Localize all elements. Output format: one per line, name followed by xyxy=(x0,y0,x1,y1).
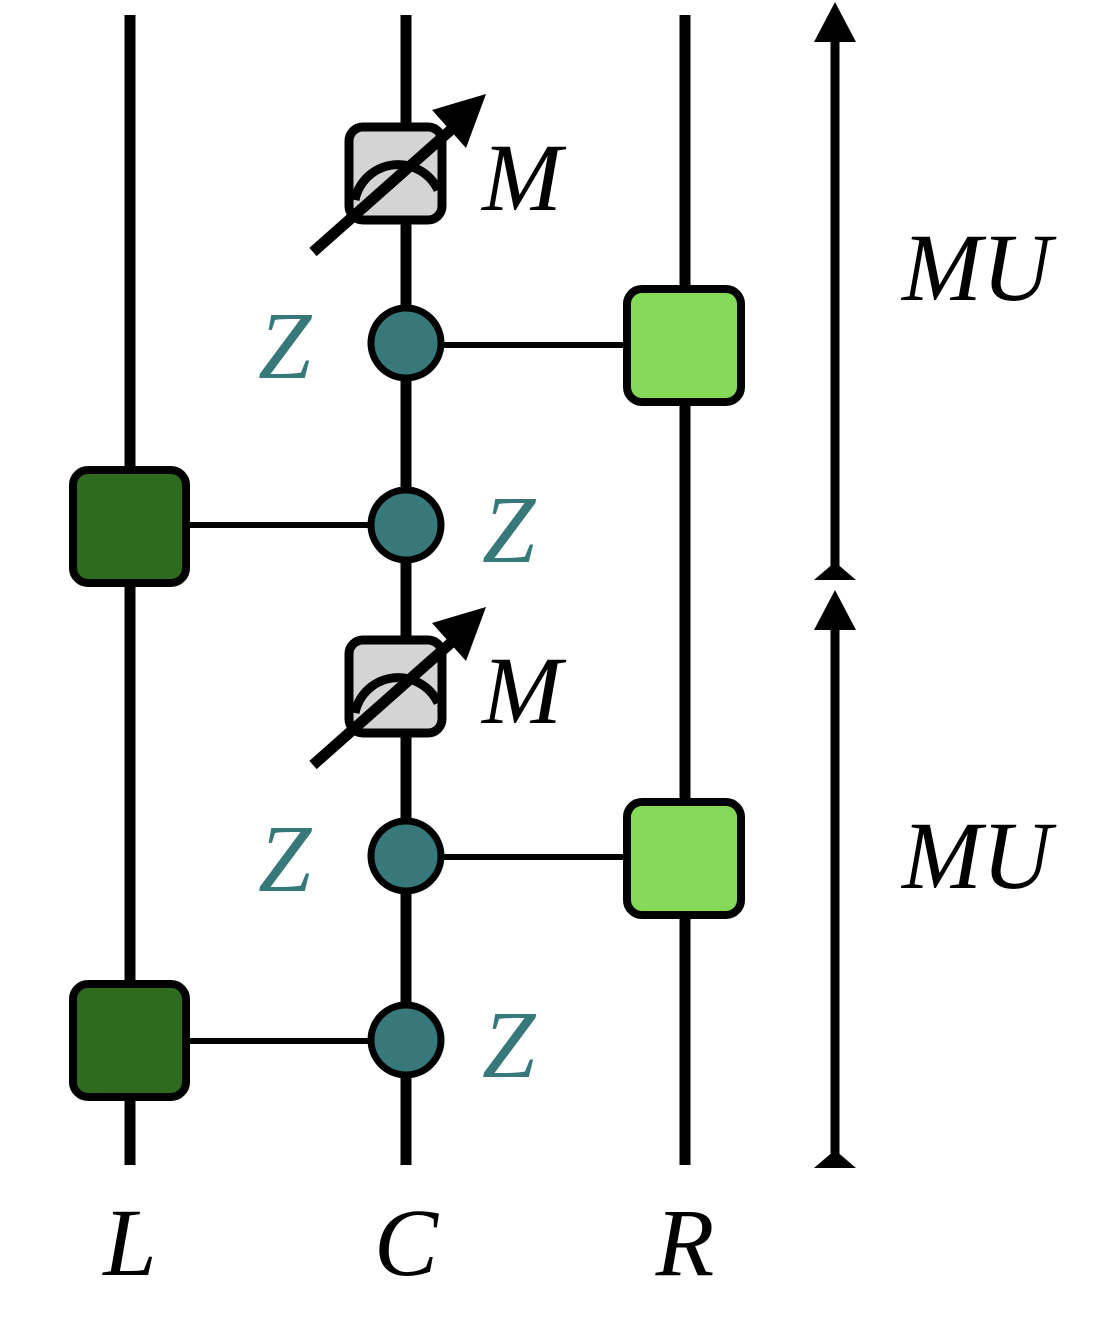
unit-label-upper: MU xyxy=(900,214,1057,321)
unit-bracket-lower xyxy=(814,590,856,1168)
z-node-2 xyxy=(367,486,445,564)
measurement-icon-lower xyxy=(309,607,486,770)
z-label-2: Z xyxy=(482,476,537,583)
left-gate-lower xyxy=(69,980,190,1101)
z-label-3: Z xyxy=(258,805,313,912)
wire-label-left: L xyxy=(101,1189,156,1296)
z-label-1: Z xyxy=(258,292,313,399)
right-gate-upper xyxy=(623,285,745,406)
right-gate-lower xyxy=(623,798,745,919)
unit-bracket-upper xyxy=(814,2,856,580)
unit-label-lower: MU xyxy=(900,802,1057,909)
z-node-3 xyxy=(367,817,445,895)
z-node-1 xyxy=(367,304,445,382)
measure-label-upper: M xyxy=(480,124,567,231)
left-gate-upper xyxy=(69,466,190,587)
z-node-4 xyxy=(367,1001,445,1079)
z-label-4: Z xyxy=(482,991,537,1098)
measure-label-lower: M xyxy=(480,637,567,744)
measurement-icon-upper xyxy=(309,94,486,257)
wire-label-right: R xyxy=(655,1189,715,1296)
wire-label-center: C xyxy=(374,1189,439,1296)
